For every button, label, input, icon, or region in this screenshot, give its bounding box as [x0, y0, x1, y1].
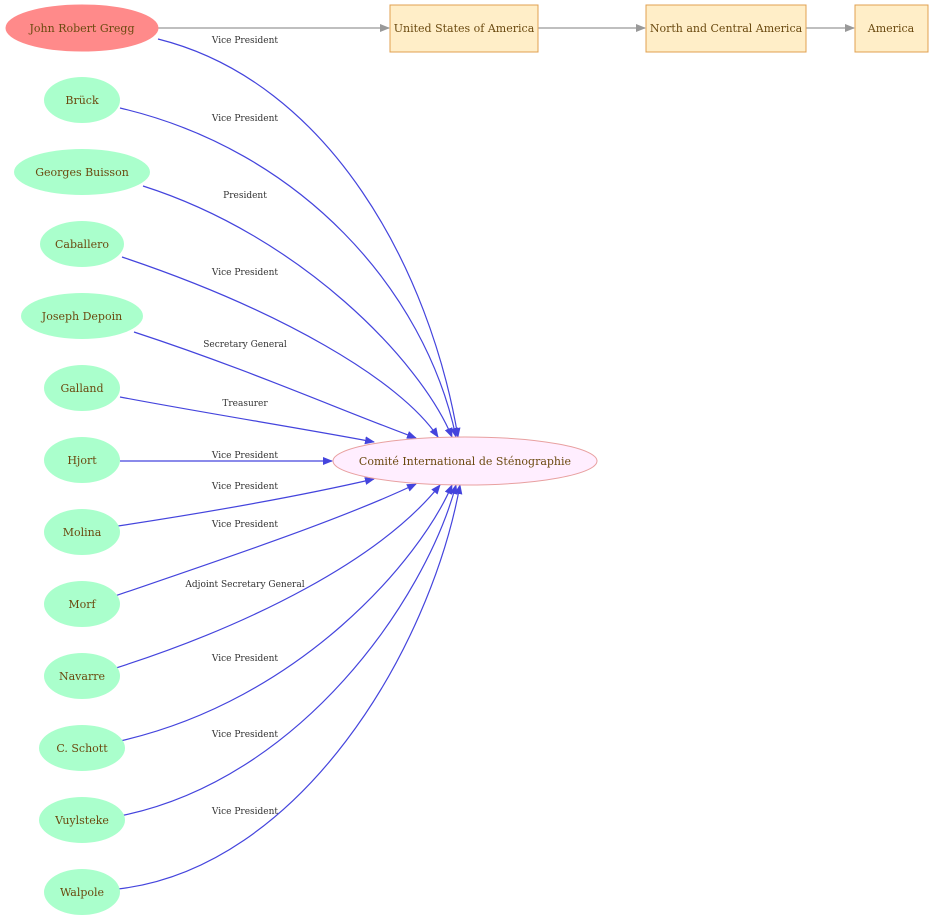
role-edge-label: Vice President [211, 520, 279, 530]
place-label: North and Central America [650, 22, 803, 35]
person-node-joseph-depoin[interactable]: Joseph Depoin [21, 293, 143, 339]
person-label: Walpole [60, 886, 104, 899]
role-edge [119, 484, 453, 742]
person-label: Joseph Depoin [41, 310, 122, 323]
person-node-morf[interactable]: Morf [44, 581, 120, 627]
role-edge [114, 483, 417, 597]
role-edge-label: Vice President [211, 482, 279, 492]
role-edge [117, 484, 463, 890]
person-node-georges-buisson[interactable]: Georges Buisson [14, 149, 150, 195]
role-edge-label: Vice President [211, 730, 279, 740]
role-edge-label: Treasurer [222, 399, 268, 409]
person-label: Vuylsteke [54, 814, 109, 827]
person-node-john-robert-gregg[interactable]: John Robert Gregg [5, 4, 159, 52]
role-edge [119, 107, 459, 438]
place-node-usa[interactable]: United States of America [389, 4, 539, 53]
person-label: Molina [63, 526, 102, 539]
role-edge-label: Vice President [211, 36, 279, 46]
place-label: America [867, 22, 915, 35]
person-node-vuylsteke[interactable]: Vuylsteke [39, 797, 125, 843]
edges-layer [114, 24, 855, 890]
organization-node[interactable]: Comité International de Sténographie [332, 436, 598, 486]
person-node-c-schott[interactable]: C. Schott [39, 725, 125, 771]
place-node-america[interactable]: America [854, 4, 929, 53]
role-edge [119, 484, 458, 817]
person-label: Georges Buisson [35, 166, 129, 179]
person-node-bruck[interactable]: Brück [44, 77, 120, 123]
person-label: Morf [68, 598, 96, 611]
role-edge [142, 185, 453, 438]
role-edge-label: Adjoint Secretary General [184, 580, 304, 590]
person-label: Navarre [59, 670, 105, 683]
person-node-molina[interactable]: Molina [44, 509, 120, 555]
role-edge-label: Secretary General [203, 340, 287, 350]
place-label: United States of America [394, 22, 535, 35]
person-label: Caballero [55, 238, 109, 251]
role-edge [119, 396, 375, 445]
role-edge-label: Vice President [211, 654, 279, 664]
person-label: Galland [60, 382, 103, 395]
person-label: Hjort [67, 454, 97, 467]
person-label: John Robert Gregg [29, 22, 135, 35]
person-node-walpole[interactable]: Walpole [44, 869, 120, 915]
role-edge [115, 484, 441, 669]
person-node-navarre[interactable]: Navarre [44, 653, 120, 699]
person-label: C. Schott [56, 742, 108, 755]
role-edge-label: Vice President [211, 114, 279, 124]
person-node-hjort[interactable]: Hjort [44, 437, 120, 483]
role-edge-label: Vice President [211, 268, 279, 278]
role-edge [133, 331, 417, 439]
role-edge-label: Vice President [211, 451, 279, 461]
role-edge [157, 38, 461, 438]
person-node-caballero[interactable]: Caballero [40, 221, 124, 267]
role-edge [121, 256, 439, 438]
role-edge-label: President [223, 191, 267, 201]
role-edge [117, 477, 375, 527]
person-node-galland[interactable]: Galland [44, 365, 120, 411]
people-layer: John Robert Gregg Brück Georges Buisson … [5, 4, 159, 915]
person-label: Brück [65, 94, 99, 107]
role-edge-label: Vice President [211, 807, 279, 817]
organization-label: Comité International de Sténographie [359, 455, 571, 468]
place-node-north-central-america[interactable]: North and Central America [645, 4, 807, 53]
